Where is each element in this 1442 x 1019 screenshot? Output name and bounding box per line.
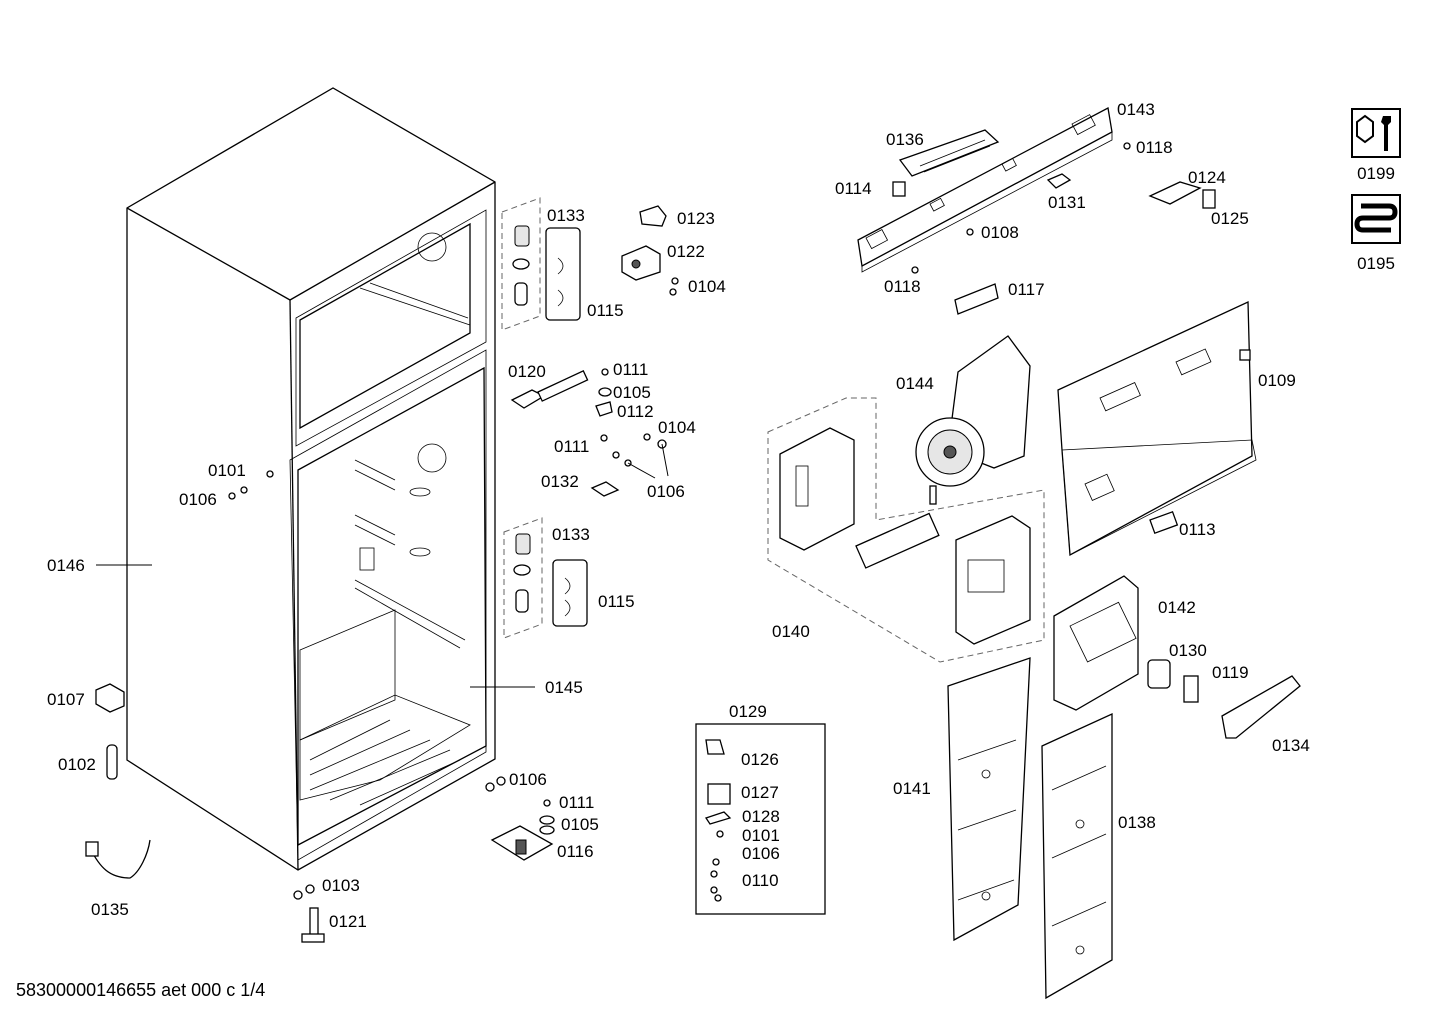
misc-cabinet-parts [85, 683, 325, 943]
label-0104: 0104 [688, 277, 726, 296]
label-0105b: 0105 [561, 815, 599, 834]
tools-icon[interactable] [1351, 108, 1401, 158]
label-0113: 0113 [1179, 520, 1216, 539]
small-parts-kit-box [695, 723, 826, 915]
evaporator-cover-panel [1057, 300, 1257, 557]
label-0132: 0132 [541, 472, 579, 491]
label-0135: 0135 [91, 900, 129, 919]
label-0105: 0105 [613, 383, 651, 402]
label-0115: 0115 [587, 301, 624, 320]
air-damper-assembly [767, 397, 1045, 663]
label-0106: 0106 [647, 482, 685, 501]
label-0130: 0130 [1169, 641, 1207, 660]
label-0106c: 0106 [509, 770, 547, 789]
kit-item-0126: 0126 [741, 750, 779, 769]
kit-item-0110: 0110 [742, 871, 779, 890]
label-0108: 0108 [981, 223, 1019, 242]
label-0145: 0145 [545, 678, 583, 697]
kit-item-0128: 0128 [742, 807, 780, 826]
label-0140: 0140 [772, 622, 810, 641]
callout-labels: 0143 0136 0118 0114 0131 0124 0125 0108 … [47, 100, 1310, 931]
right-side-components [1053, 575, 1301, 739]
label-0142: 0142 [1158, 598, 1196, 617]
label-0120: 0120 [508, 362, 546, 381]
side-panels [947, 657, 1113, 1000]
legend-label-0199: 0199 [1357, 164, 1395, 183]
label-0136: 0136 [886, 130, 924, 149]
label-0146: 0146 [47, 556, 85, 575]
label-0121: 0121 [329, 912, 367, 931]
label-0138: 0138 [1118, 813, 1156, 832]
kit-item-0101: 0101 [742, 826, 780, 845]
upper-hinge-group [501, 197, 679, 331]
label-0124: 0124 [1188, 168, 1226, 187]
label-0111: 0111 [613, 360, 648, 379]
heating-coil-icon[interactable] [1351, 194, 1401, 244]
kit-item-0106: 0106 [742, 844, 780, 863]
label-0117: 0117 [1008, 280, 1045, 299]
label-0118b: 0118 [884, 277, 921, 296]
label-0114: 0114 [835, 179, 872, 198]
label-0102: 0102 [58, 755, 96, 774]
label-0141: 0141 [893, 779, 931, 798]
label-0115b: 0115 [598, 592, 635, 611]
label-0112: 0112 [617, 402, 654, 421]
bottom-hinge-group [485, 776, 555, 861]
label-0111c: 0111 [559, 793, 594, 812]
legend-label-0195: 0195 [1357, 254, 1395, 273]
kit-box-label: 0129 [729, 702, 767, 721]
middle-hinge-group [510, 368, 669, 497]
label-0101: 0101 [208, 461, 246, 480]
document-code: 58300000146655 aet 000 c 1/4 [16, 980, 266, 1000]
label-0106b: 0106 [179, 490, 217, 509]
label-0134: 0134 [1272, 736, 1310, 755]
label-0122: 0122 [667, 242, 705, 261]
label-0144: 0144 [896, 374, 934, 393]
fan-motor-assembly [915, 335, 1031, 505]
label-0107: 0107 [47, 690, 85, 709]
label-0133: 0133 [547, 206, 585, 225]
lower-hinge-group [503, 517, 588, 639]
label-0116: 0116 [557, 842, 594, 861]
label-0143: 0143 [1117, 100, 1155, 119]
kit-item-0127: 0127 [741, 783, 779, 802]
label-0103: 0103 [322, 876, 360, 895]
top-duct-assembly [857, 107, 1216, 315]
label-0133b: 0133 [552, 525, 590, 544]
label-0123: 0123 [677, 209, 715, 228]
label-0118: 0118 [1136, 138, 1173, 157]
label-0109: 0109 [1258, 371, 1296, 390]
label-0125: 0125 [1211, 209, 1249, 228]
label-0131: 0131 [1048, 193, 1086, 212]
refrigerator-cabinet [96, 87, 535, 871]
label-0111b: 0111 [554, 437, 589, 456]
label-0119: 0119 [1212, 663, 1249, 682]
label-0104b: 0104 [658, 418, 696, 437]
